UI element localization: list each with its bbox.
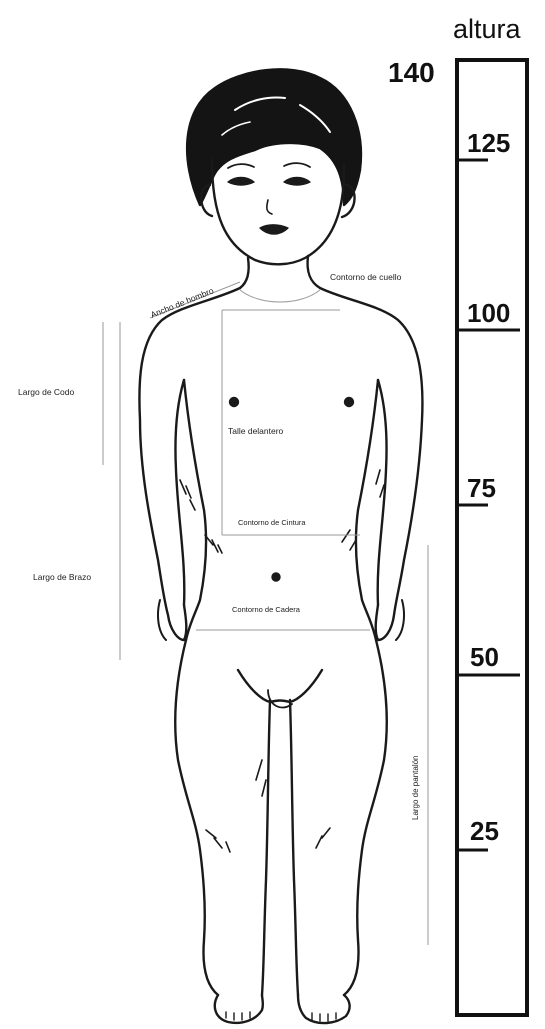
knee-shading-left [206,830,230,852]
left-arm-inner [175,380,184,605]
eyebrow-right [284,163,310,167]
neck-left [240,258,249,288]
left-leg-outer [175,640,218,995]
label-arm-length: Largo de Brazo [33,572,91,582]
right-hand [396,600,404,640]
neck-contour-line [240,290,320,302]
eye-left [228,178,254,186]
right-leg-inner [290,700,298,995]
nose [267,200,272,214]
left-toes [226,1012,250,1020]
right-foot [298,995,350,1023]
ruler-mark-50: 50 [470,642,499,672]
ruler-frame [457,60,527,1015]
left-arm-outer [139,288,240,640]
right-leg-outer [344,640,387,995]
ruler-mark-125: 125 [467,128,510,158]
left-foot [215,995,263,1023]
ruler-mark-100: 100 [467,298,510,328]
groin-curve [238,670,322,702]
neck-right [308,256,321,288]
face-outline [212,160,344,264]
ruler-top-value: 140 [388,57,435,88]
label-hip: Contorno de Cadera [232,605,301,614]
label-elbow-length: Largo de Codo [18,387,75,397]
nipple-right [345,398,353,406]
eyebrow-left [228,164,254,168]
navel [273,574,280,581]
torso-right-side [356,380,378,640]
shading [342,530,356,550]
right-toes [312,1013,336,1021]
shading [205,535,222,553]
label-neck: Contorno de cuello [330,272,402,282]
right-arm-outer [320,288,422,640]
eye-right [284,178,310,186]
ruler-mark-25: 25 [470,816,499,846]
label-waist: Contorno de Cintura [238,518,306,527]
ruler-title: altura [453,14,522,44]
height-ruler: altura 140 125 100 75 50 25 [388,14,527,1015]
shading [180,480,195,510]
label-pants-length: Largo de pantalón [411,756,420,821]
child-figure-icon [139,69,422,1023]
ruler-mark-75: 75 [467,473,496,503]
shading [376,470,384,497]
mouth [260,225,288,234]
groin-detail [268,690,292,708]
knee-shading-right [316,828,330,848]
nipple-left [230,398,238,406]
label-shoulder-width: Ancho de hombro [149,285,215,320]
inner-leg-shading [256,760,266,796]
label-front-waist: Talle delantero [228,426,284,436]
left-leg-inner [262,700,270,995]
